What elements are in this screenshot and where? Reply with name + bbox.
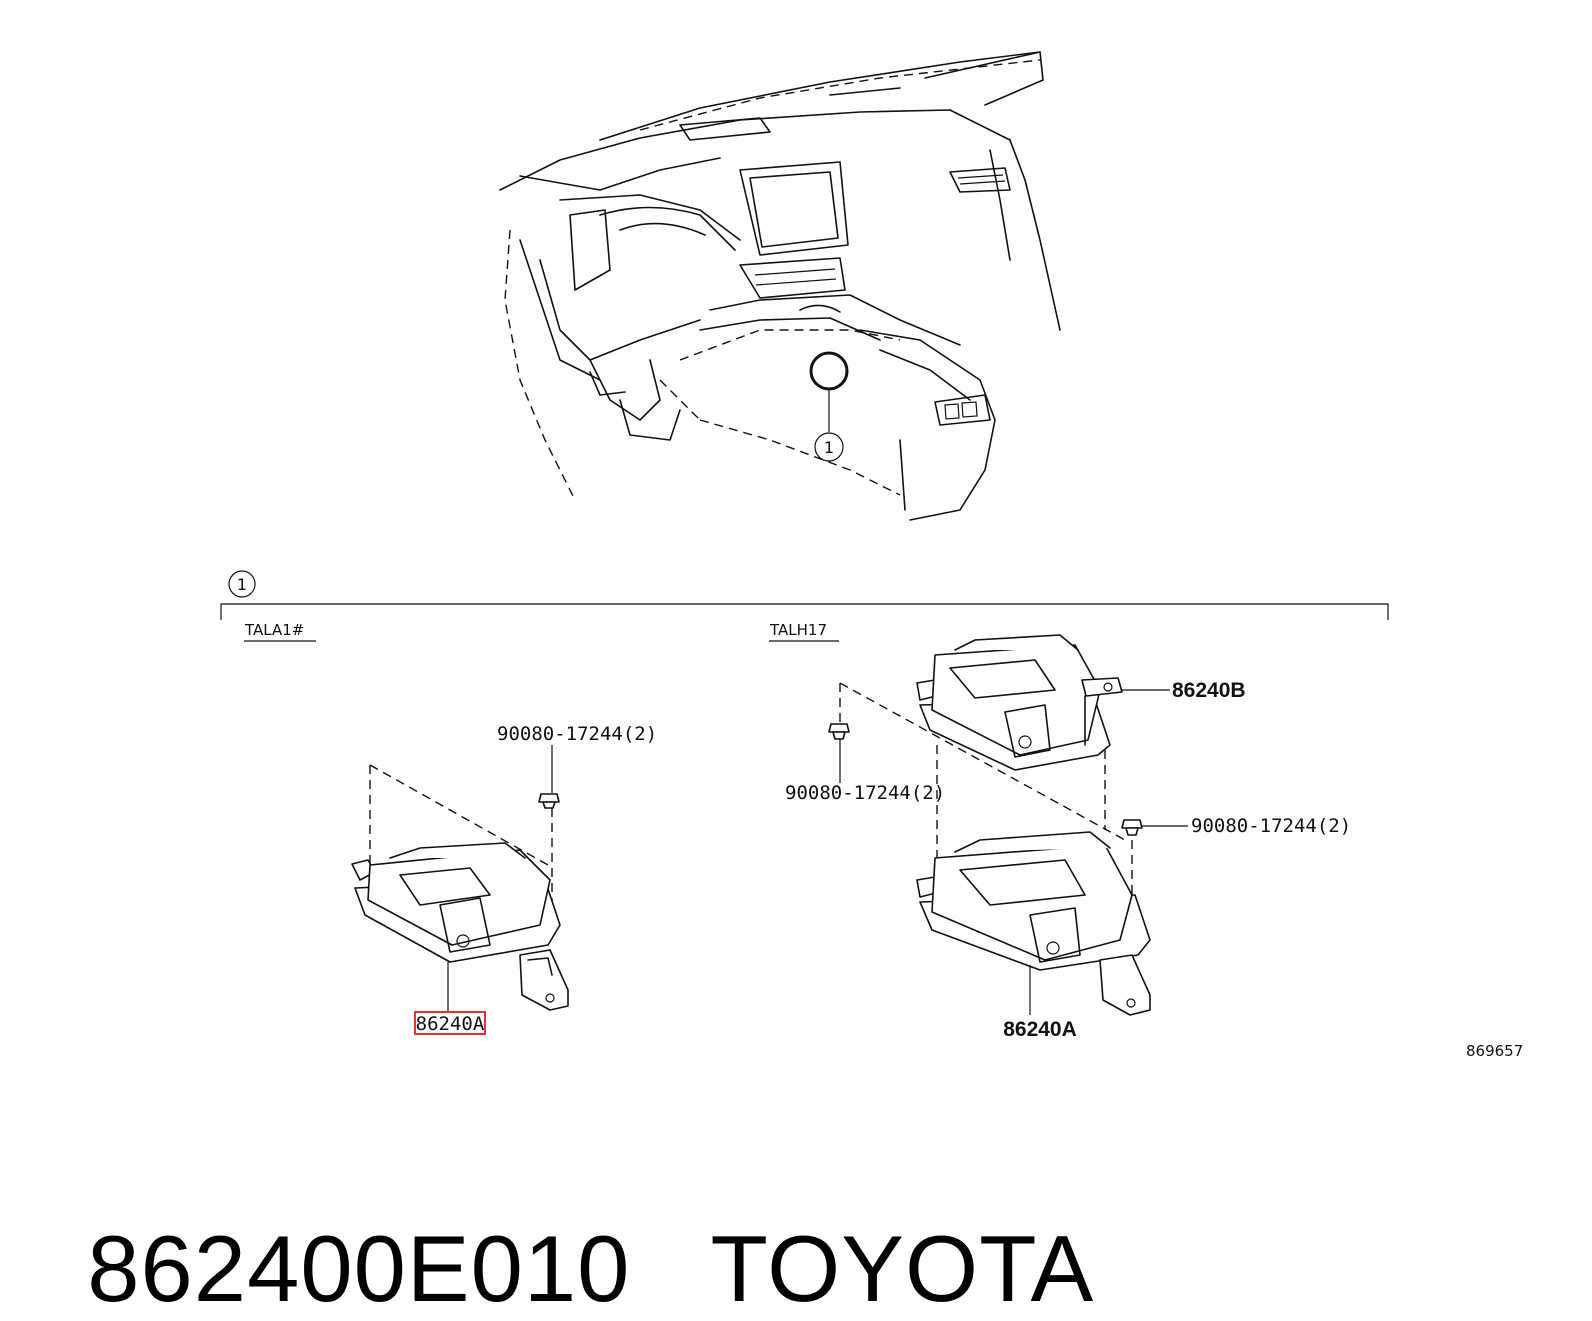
illustration-reference-number: 869657: [1466, 1042, 1523, 1060]
left-sensor-assembly: 90080-17244(2) 86240A: [351, 723, 657, 1035]
right-bolt-left-part-number: 90080-17244(2): [785, 782, 945, 804]
right-sensor-assembly: 86240B 90080-17244(2) 90080-17244(2) 862…: [785, 634, 1351, 1041]
section-bracket: 1 TALA1# TALH17: [220, 570, 1389, 642]
dashboard-overview-illustration: 1: [499, 51, 1061, 521]
bolt-icon: [1121, 819, 1143, 836]
overview-callout-number: 1: [824, 438, 834, 457]
upper-sensor-part-number: 86240B: [1172, 679, 1246, 702]
right-bolt-right-part-number: 90080-17244(2): [1191, 815, 1351, 837]
section-marker: 1: [237, 575, 247, 594]
left-sensor-part-number: 86240A: [416, 1013, 485, 1035]
lower-sensor-part-number: 86240A: [1003, 1018, 1077, 1041]
left-bolt-part-number: 90080-17244(2): [497, 723, 657, 745]
variant-label-right: TALH17: [769, 621, 827, 639]
bolt-icon: [828, 723, 850, 740]
sensor-location-ring: [809, 351, 849, 391]
bolt-icon: [538, 793, 560, 809]
variant-label-left: TALA1#: [244, 621, 304, 639]
highlighted-part-box: [414, 1011, 486, 1035]
brand-name: TOYOTA: [710, 1216, 1095, 1321]
part-number: 862400E010: [87, 1216, 631, 1321]
